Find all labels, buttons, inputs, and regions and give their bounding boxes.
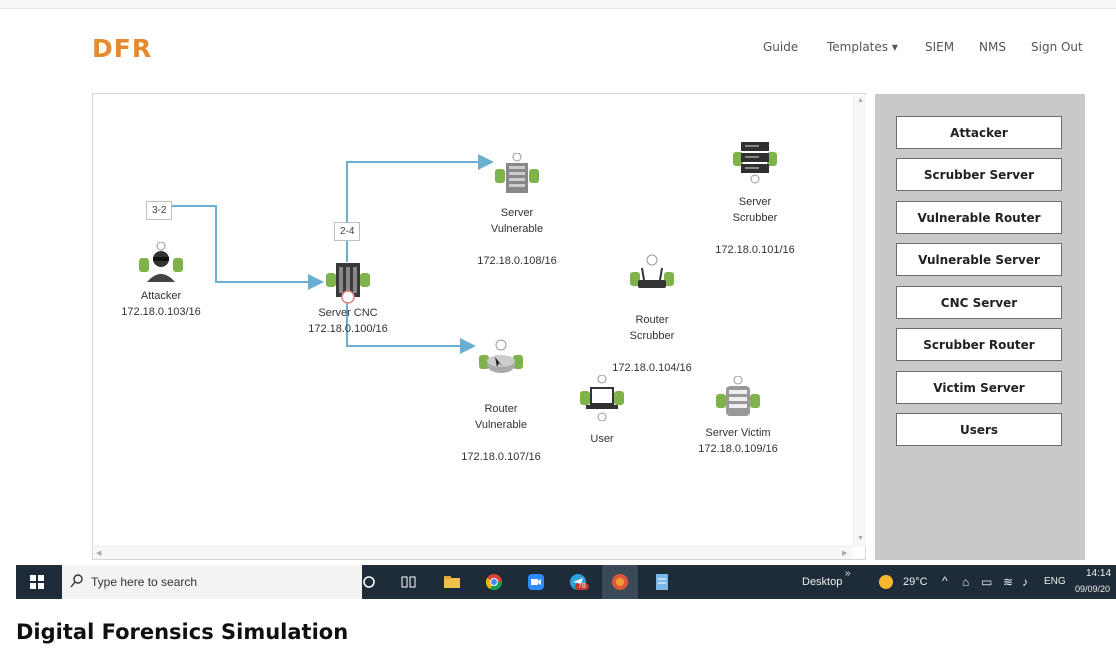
node-attacker-name: Attacker xyxy=(140,290,182,302)
node-user-name: User xyxy=(590,433,614,445)
taskbar-search-box[interactable]: Type here to search xyxy=(62,565,362,599)
node-server-scrubber-name: Server Scrubber xyxy=(732,196,778,224)
weather-icon[interactable] xyxy=(878,574,894,590)
node-router-scrubber-ip: 172.18.0.104/16 xyxy=(612,362,692,374)
node-server-cnc[interactable]: Server CNC 172.18.0.100/16 xyxy=(278,259,418,337)
nav-guide[interactable]: Guide xyxy=(763,40,799,54)
battery-icon[interactable]: ▭ xyxy=(981,575,993,589)
telegram-unread-badge: 78 xyxy=(575,583,589,590)
node-router-scrubber[interactable]: Router Scrubber 172.18.0.104/16 xyxy=(582,238,722,392)
node-server-victim-name: Server Victim xyxy=(705,427,771,439)
node-server-cnc-name: Server CNC xyxy=(318,307,378,319)
video-title: Digital Forensics Simulation xyxy=(16,620,349,644)
windows-taskbar: Type here to search Desktop » 29°C ^ ⌂ ▭… xyxy=(16,565,1116,599)
browser-app-icon[interactable] xyxy=(602,565,638,599)
node-server-cnc-ip: 172.18.0.100/16 xyxy=(308,323,388,335)
notepad-icon[interactable] xyxy=(644,565,680,599)
nav-nms[interactable]: NMS xyxy=(979,40,1006,54)
telegram-icon[interactable] xyxy=(560,565,596,599)
node-attacker[interactable]: Attacker 172.18.0.103/16 xyxy=(91,242,231,320)
screen-frame: DFR Guide Templates ▾ SIEM NMS Sign Out … xyxy=(0,0,1116,560)
windows-logo-icon xyxy=(30,575,44,589)
clock-date[interactable]: 09/09/20 xyxy=(1075,584,1111,594)
node-server-vulnerable-ip: 172.18.0.108/16 xyxy=(477,255,557,267)
node-user[interactable]: User xyxy=(532,375,672,447)
server-scrubber-icon xyxy=(733,142,777,184)
node-server-vulnerable[interactable]: Server Vulnerable 172.18.0.108/16 xyxy=(447,137,587,285)
palette-cnc-server-button[interactable]: CNC Server xyxy=(896,286,1062,319)
edge-attacker-cnc xyxy=(160,205,324,290)
taskbar-search-placeholder: Type here to search xyxy=(91,575,198,589)
scroll-right-arrow-icon[interactable]: ▶ xyxy=(842,550,848,557)
nav-siem[interactable]: SIEM xyxy=(925,40,955,54)
server-victim-icon xyxy=(716,376,760,416)
node-server-victim[interactable]: Server Victim 172.18.0.109/16 xyxy=(668,376,808,457)
system-tray-chevron-icon[interactable]: ^ xyxy=(942,574,948,588)
scroll-down-arrow-icon[interactable]: ▼ xyxy=(857,535,864,542)
node-server-victim-ip: 172.18.0.109/16 xyxy=(698,443,778,455)
zoom-icon[interactable] xyxy=(518,565,554,599)
palette-users-button[interactable]: Users xyxy=(896,413,1062,446)
router-vulnerable-icon xyxy=(479,339,523,373)
server-cnc-icon xyxy=(326,263,370,304)
network-icon[interactable]: ⌂ xyxy=(962,575,970,589)
node-router-vulnerable-ip: 172.18.0.107/16 xyxy=(461,451,541,463)
component-palette: Attacker Scrubber Server Vulnerable Rout… xyxy=(875,94,1085,560)
node-router-scrubber-name: Router Scrubber xyxy=(629,314,675,342)
volume-icon[interactable]: ♪ xyxy=(1022,575,1028,589)
router-scrubber-icon xyxy=(630,254,674,288)
canvas-vertical-scrollbar[interactable]: ▲ ▼ xyxy=(853,95,866,547)
diagram-canvas[interactable] xyxy=(92,93,866,560)
cortana-icon[interactable] xyxy=(351,565,387,599)
file-explorer-icon[interactable] xyxy=(434,565,470,599)
search-icon xyxy=(70,574,83,588)
weather-temperature[interactable]: 29°C xyxy=(903,576,928,588)
scroll-up-arrow-icon[interactable]: ▲ xyxy=(857,97,864,104)
browser-top-edge xyxy=(0,0,1116,9)
edge-label-2-4[interactable]: 2-4 xyxy=(334,222,361,241)
palette-vulnerable-server-button[interactable]: Vulnerable Server xyxy=(896,243,1062,276)
scroll-left-arrow-icon[interactable]: ◀ xyxy=(96,550,102,557)
palette-attacker-button[interactable]: Attacker xyxy=(896,116,1062,149)
server-vulnerable-icon xyxy=(495,153,539,193)
language-indicator[interactable]: ENG xyxy=(1044,576,1066,587)
edge-cnc-router-vulnerable xyxy=(346,300,476,354)
wifi-icon[interactable]: ≋ xyxy=(1003,575,1014,589)
canvas-horizontal-scrollbar[interactable]: ◀ ▶ xyxy=(94,546,852,559)
laptop-icon xyxy=(580,375,624,421)
node-server-scrubber-ip: 172.18.0.101/16 xyxy=(715,244,795,256)
node-server-scrubber[interactable]: Server Scrubber 172.18.0.101/16 xyxy=(685,122,825,274)
node-server-vulnerable-name: Server Vulnerable xyxy=(490,207,544,235)
desktop-toolbar-label[interactable]: Desktop xyxy=(802,576,843,588)
toolbar-chevron-icon[interactable]: » xyxy=(845,568,851,579)
start-button[interactable] xyxy=(16,565,58,599)
palette-vulnerable-router-button[interactable]: Vulnerable Router xyxy=(896,201,1062,234)
edge-label-3-2[interactable]: 3-2 xyxy=(146,201,173,220)
node-attacker-ip: 172.18.0.103/16 xyxy=(121,306,201,318)
clock-time[interactable]: 14:14 xyxy=(1086,568,1112,579)
palette-victim-server-button[interactable]: Victim Server xyxy=(896,371,1062,404)
node-router-vulnerable-name: Router Vulnerable xyxy=(474,403,528,431)
palette-scrubber-server-button[interactable]: Scrubber Server xyxy=(896,158,1062,191)
node-router-vulnerable[interactable]: Router Vulnerable 172.18.0.107/16 xyxy=(431,323,571,481)
chrome-icon[interactable] xyxy=(476,565,512,599)
app-logo[interactable]: DFR xyxy=(92,34,153,63)
task-view-icon[interactable] xyxy=(391,565,427,599)
nav-sign-out[interactable]: Sign Out xyxy=(1031,40,1083,54)
attacker-icon xyxy=(139,242,183,282)
nav-templates[interactable]: Templates ▾ xyxy=(827,40,898,54)
palette-scrubber-router-button[interactable]: Scrubber Router xyxy=(896,328,1062,361)
